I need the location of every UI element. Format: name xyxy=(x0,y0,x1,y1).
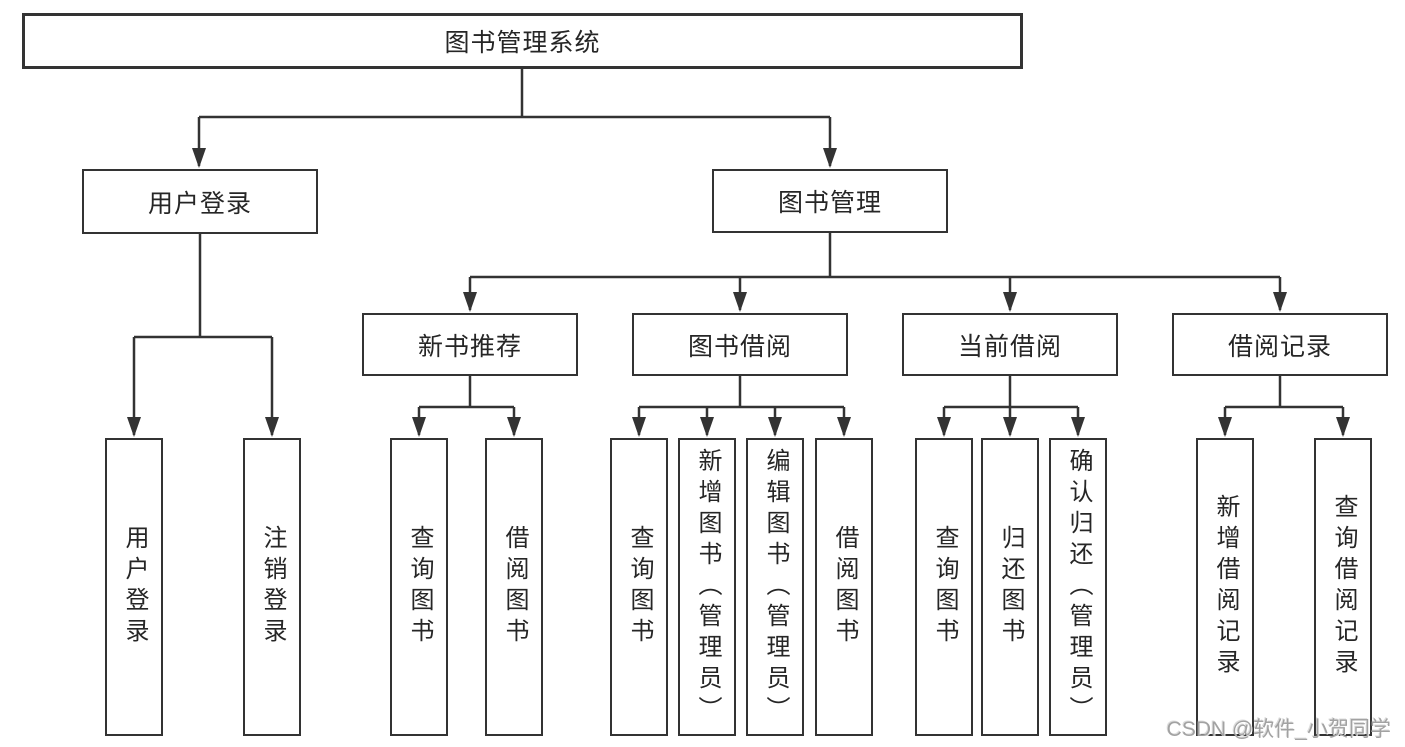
node-current-borrow-label: 当前借阅 xyxy=(957,332,1062,361)
leaf-user-login: 用户登录 xyxy=(105,438,163,736)
leaf-recommend-query-books: 查询图书 xyxy=(390,438,448,736)
leaf-current-confirm-return-admin: 确认归还（管理员） xyxy=(1049,438,1107,736)
node-current-borrow: 当前借阅 xyxy=(902,313,1118,376)
leaf-recommend-borrow-books: 借阅图书 xyxy=(485,438,543,736)
leaf-current-confirm-return-admin-label: 确认归还（管理员） xyxy=(1065,447,1092,727)
leaf-borrow-borrow-books: 借阅图书 xyxy=(815,438,873,736)
leaf-borrow-query-books-label: 查询图书 xyxy=(626,525,653,649)
leaf-borrow-borrow-books-label: 借阅图书 xyxy=(831,525,858,649)
node-book-borrow: 图书借阅 xyxy=(632,313,848,376)
leaf-records-query-record: 查询借阅记录 xyxy=(1314,438,1372,736)
node-borrow-records-label: 借阅记录 xyxy=(1227,332,1332,361)
node-book-management-label: 图书管理 xyxy=(777,189,882,217)
leaf-logout-label: 注销登录 xyxy=(259,525,286,649)
leaf-records-query-record-label: 查询借阅记录 xyxy=(1330,494,1357,680)
node-user-login: 用户登录 xyxy=(82,169,318,234)
leaf-records-add-record-label: 新增借阅记录 xyxy=(1212,494,1239,680)
leaf-current-return-books-label: 归还图书 xyxy=(997,525,1024,649)
leaf-borrow-edit-book-admin-label: 编辑图书（管理员） xyxy=(762,447,789,727)
node-root: 图书管理系统 xyxy=(22,13,1023,69)
leaf-current-return-books: 归还图书 xyxy=(981,438,1039,736)
node-new-book-recommend-label: 新书推荐 xyxy=(417,332,522,361)
leaf-borrow-add-book-admin-label: 新增图书（管理员） xyxy=(694,447,721,727)
leaf-recommend-query-books-label: 查询图书 xyxy=(406,525,433,649)
node-borrow-records: 借阅记录 xyxy=(1172,313,1388,376)
leaf-borrow-query-books: 查询图书 xyxy=(610,438,668,736)
watermark-text: CSDN @软件_小贺同学 xyxy=(1166,718,1391,741)
leaf-borrow-edit-book-admin: 编辑图书（管理员） xyxy=(746,438,804,736)
connector-arrows xyxy=(127,117,1350,437)
leaf-recommend-borrow-books-label: 借阅图书 xyxy=(501,525,528,649)
node-user-login-label: 用户登录 xyxy=(147,189,252,218)
leaf-current-query-books-label: 查询图书 xyxy=(931,525,958,649)
leaf-logout: 注销登录 xyxy=(243,438,301,736)
node-root-label: 图书管理系统 xyxy=(444,29,601,57)
node-book-management: 图书管理 xyxy=(712,169,948,233)
leaf-current-query-books: 查询图书 xyxy=(915,438,973,736)
leaf-user-login-label: 用户登录 xyxy=(121,525,148,649)
node-book-borrow-label: 图书借阅 xyxy=(687,332,792,361)
leaf-records-add-record: 新增借阅记录 xyxy=(1196,438,1254,736)
node-new-book-recommend: 新书推荐 xyxy=(362,313,578,376)
leaf-borrow-add-book-admin: 新增图书（管理员） xyxy=(678,438,736,736)
